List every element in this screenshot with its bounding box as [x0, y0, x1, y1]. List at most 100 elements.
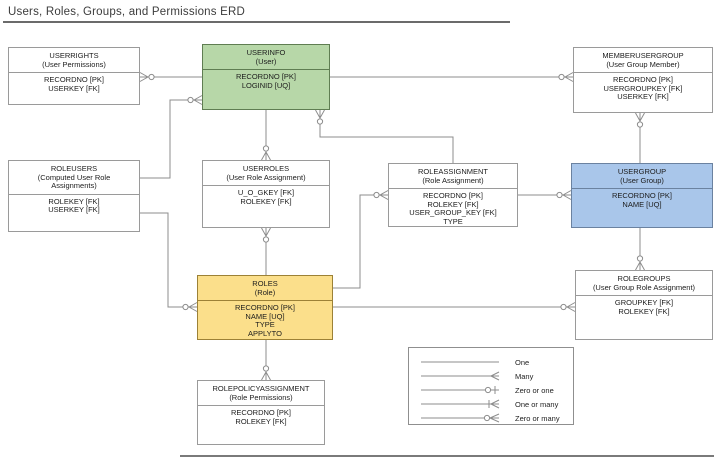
entity-field: U_O_GKEY [FK]	[237, 188, 295, 197]
entity-name: USERROLES	[242, 164, 290, 173]
entity-fields: ROLEKEY [FK]USERKEY [FK]	[9, 193, 139, 215]
entity-header: USERGROUP(User Group)	[572, 164, 712, 188]
legend-item-many: Many	[419, 369, 573, 383]
entity-field: RECORDNO [PK]	[230, 408, 291, 417]
entity-header: ROLEGROUPS(User Group Role Assignment)	[576, 271, 712, 295]
entity-subtitle: (User Permissions)	[42, 59, 106, 69]
entity-field: ROLEKEY [FK]	[240, 196, 292, 206]
entity-field: TYPE	[443, 216, 463, 226]
zero-many-cardinality-icon	[421, 413, 500, 423]
entity-field: USERKEY [FK]	[617, 92, 669, 101]
entity-subtitle: (Role Permissions)	[229, 392, 293, 402]
entity-header: MEMBERUSERGROUP(User Group Member)	[574, 48, 712, 72]
entity-field: USERKEY [FK]	[48, 83, 100, 93]
entity-subtitle: (Role Assignment)	[422, 175, 484, 185]
entity-subtitle: (Role)	[254, 287, 276, 297]
relationship-roleusers-userinfo	[140, 95, 203, 179]
entity-header: USERROLES(User Role Assignment)	[203, 161, 329, 185]
relationship-userinfo-memberusergroup	[330, 72, 574, 82]
entity-name: ROLEGROUPS	[617, 274, 671, 283]
entity-fields: RECORDNO [PK]ROLEKEY [FK]USER_GROUP_KEY …	[389, 188, 517, 226]
entity-field: NAME [UQ]	[245, 311, 285, 321]
entity-subtitle: (User Group Role Assignment)	[592, 282, 696, 292]
bottom-divider	[180, 455, 714, 457]
entity-header: USERRIGHTS(User Permissions)	[9, 48, 139, 72]
one-many-cardinality-icon	[421, 399, 500, 409]
zero-one-cardinality-icon	[421, 386, 499, 394]
title-divider	[3, 21, 510, 23]
entity-userrights[interactable]: USERRIGHTS(User Permissions)RECORDNO [PK…	[8, 47, 140, 105]
entity-field: RECORDNO [PK]	[611, 191, 672, 200]
entity-subtitle: (User)	[255, 56, 277, 66]
entity-usergroup[interactable]: USERGROUP(User Group) RECORDNO [PK]NAME […	[571, 163, 713, 228]
entity-field: RECORDNO [PK]	[234, 303, 295, 312]
entity-field: NAME [UQ]	[622, 199, 662, 209]
entity-fields: RECORDNO [PK]USERKEY [FK]	[9, 72, 139, 93]
entity-name: MEMBERUSERGROUP	[602, 51, 684, 60]
entity-field: RECORDNO [PK]	[612, 75, 673, 84]
entity-fields: RECORDNO [PK]ROLEKEY [FK]	[198, 405, 324, 426]
legend-label: Zero or one	[515, 385, 554, 395]
legend-item-zero-one: Zero or one	[419, 383, 573, 397]
entity-roleassignment[interactable]: ROLEASSIGNMENT(Role Assignment)RECORDNO …	[388, 163, 518, 227]
relationship-roleusers-roles	[140, 212, 198, 312]
entity-userroles[interactable]: USERROLES(User Role Assignment)U_O_GKEY …	[202, 160, 330, 228]
legend-label: One or many	[515, 399, 559, 409]
entity-field: RECORDNO [PK]	[235, 72, 296, 81]
relationship-userinfo-userrights	[139, 72, 202, 82]
page-title: Users, Roles, Groups, and Permissions ER…	[8, 6, 245, 18]
legend-label: Zero or many	[515, 413, 560, 423]
relationship-roles-userroles	[261, 227, 271, 275]
entity-field: USERGROUPKEY [FK]	[603, 83, 683, 93]
entity-fields: U_O_GKEY [FK]ROLEKEY [FK]	[203, 185, 329, 206]
relationship-roleassignment-usergroup	[518, 190, 572, 200]
entity-name: ROLEPOLICYASSIGNMENT	[212, 384, 310, 393]
entity-field: TYPE	[255, 320, 275, 329]
many-cardinality-icon	[421, 371, 500, 381]
entity-name: USERINFO	[246, 48, 286, 57]
entity-field: ROLEKEY [FK]	[618, 306, 670, 316]
entity-userinfo[interactable]: USERINFO(User)RECORDNO [PK]LOGINID [UQ]	[202, 44, 330, 110]
legend-item-zero-many: Zero or many	[419, 411, 573, 425]
entity-header: USERINFO(User)	[203, 45, 329, 69]
entity-header: ROLES(Role)	[198, 276, 332, 300]
entity-field: APPLYTO	[248, 328, 282, 338]
entity-fields: RECORDNO [PK]USERGROUPKEY [FK]USERKEY [F…	[574, 72, 712, 102]
relationship-usergroup-memberusergroup	[635, 112, 645, 163]
entity-subtitle: Assignments)	[51, 181, 97, 190]
entity-rolegroups[interactable]: ROLEGROUPS(User Group Role Assignment) GR…	[575, 270, 713, 340]
entity-subtitle: (User Group)	[620, 175, 664, 185]
legend-label: One	[515, 357, 530, 367]
entity-memberusergroup[interactable]: MEMBERUSERGROUP(User Group Member)RECORD…	[573, 47, 713, 113]
entity-rolepolicyassignment[interactable]: ROLEPOLICYASSIGNMENT(Role Permissions)RE…	[197, 380, 325, 445]
legend-label: Many	[515, 371, 534, 381]
relationship-usergroup-rolegroups	[635, 228, 645, 271]
legend-item-one: One	[419, 355, 573, 369]
entity-name: USERGROUP	[617, 167, 667, 176]
relationship-roles-rolegroups	[333, 302, 576, 312]
relationship-roles-roleassignment	[333, 190, 389, 289]
entity-header: ROLEASSIGNMENT(Role Assignment)	[389, 164, 517, 188]
entity-name: ROLES	[252, 279, 278, 288]
entity-subtitle: (Computed User Role	[37, 172, 111, 182]
entity-field: ROLEKEY [FK]	[427, 199, 479, 209]
relationship-roles-rolepolicyassignment	[261, 340, 271, 381]
entity-header: ROLEPOLICYASSIGNMENT(Role Permissions)	[198, 381, 324, 405]
one-cardinality-icon	[421, 361, 499, 363]
entity-field: GROUPKEY [FK]	[614, 298, 674, 307]
entity-name: ROLEASSIGNMENT	[417, 167, 488, 176]
entity-field: ROLEKEY [FK]	[48, 196, 100, 206]
legend-item-one-many: One or many	[419, 397, 573, 411]
entity-subtitle: (User Role Assignment)	[226, 172, 306, 182]
entity-field: RECORDNO [PK]	[43, 75, 104, 84]
entity-name: ROLEUSERS	[50, 164, 98, 173]
entity-field: RECORDNO [PK]	[422, 191, 483, 200]
entity-field: USERKEY [FK]	[48, 205, 100, 214]
